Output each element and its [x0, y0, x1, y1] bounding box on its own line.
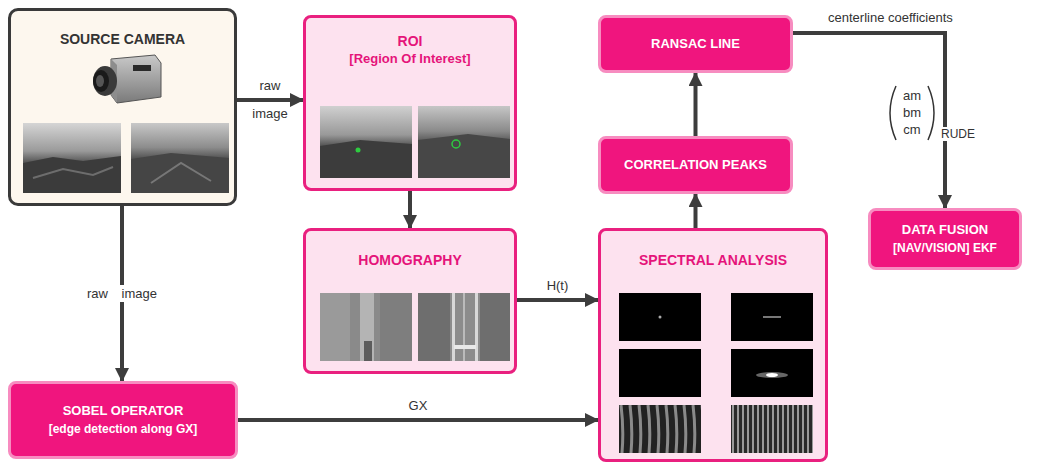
- spectrum-image: [731, 293, 813, 341]
- vector-entry: bm: [903, 105, 921, 120]
- warped-image: [320, 293, 412, 361]
- edge-label: raw image: [84, 285, 160, 302]
- process-box: SPECTRAL ANALYSIS: [598, 228, 828, 462]
- flow-arrow: [694, 194, 698, 228]
- camera-photo: [131, 123, 229, 193]
- flow-arrow: [408, 191, 412, 228]
- node-subtitle: [Region Of Interest]: [349, 50, 470, 68]
- roi-photo: [320, 106, 412, 178]
- camera-icon: [89, 51, 163, 115]
- process-box: HOMOGRAPHY: [303, 228, 517, 374]
- process-box: RANSAC LINE: [598, 15, 793, 73]
- camera-photo: [23, 123, 121, 193]
- stripe-image: [731, 405, 813, 453]
- vector-subscript: RUDE: [939, 127, 977, 141]
- node-title: HOMOGRAPHY: [358, 251, 461, 269]
- flow-arrow: [238, 418, 598, 422]
- node-title: DATA FUSION: [902, 221, 988, 239]
- process-box: ROI[Region Of Interest]: [303, 15, 517, 191]
- node-title: SOBEL OPERATOR: [63, 402, 184, 420]
- node-title: SPECTRAL ANALYSIS: [639, 251, 787, 269]
- node-subtitle: [edge detection along GX]: [49, 420, 198, 438]
- edge-label: centerline coefficients: [828, 10, 953, 25]
- node-subtitle: [NAV/VISION] EKF: [893, 239, 997, 257]
- spectrum-image: [619, 349, 701, 397]
- vector-entry: am: [903, 88, 921, 103]
- flow-arrow: [694, 73, 698, 136]
- flow-arrow: [237, 98, 303, 102]
- source-box: SOURCE CAMERA: [8, 8, 237, 206]
- node-title: ROI: [398, 32, 423, 50]
- flow-arrow: [793, 33, 945, 208]
- warped-image: [418, 293, 510, 361]
- stripe-image: [619, 405, 701, 453]
- edge-label: H(t): [547, 278, 569, 293]
- edge-label: GX: [409, 398, 428, 413]
- process-box: CORRELATION PEAKS: [598, 136, 793, 194]
- roi-photo: [418, 106, 510, 178]
- process-box: SOBEL OPERATOR[edge detection along GX]: [8, 381, 238, 459]
- spectrum-image: [731, 349, 813, 397]
- node-title: SOURCE CAMERA: [60, 31, 185, 47]
- node-title: RANSAC LINE: [651, 35, 740, 53]
- node-title: CORRELATION PEAKS: [624, 156, 767, 174]
- flow-arrow: [517, 298, 598, 302]
- output-box: DATA FUSION[NAV/VISION] EKF: [868, 208, 1022, 270]
- spectrum-image: [619, 293, 701, 341]
- edge-label: raw image: [248, 72, 292, 128]
- vector-entry: cm: [903, 122, 920, 137]
